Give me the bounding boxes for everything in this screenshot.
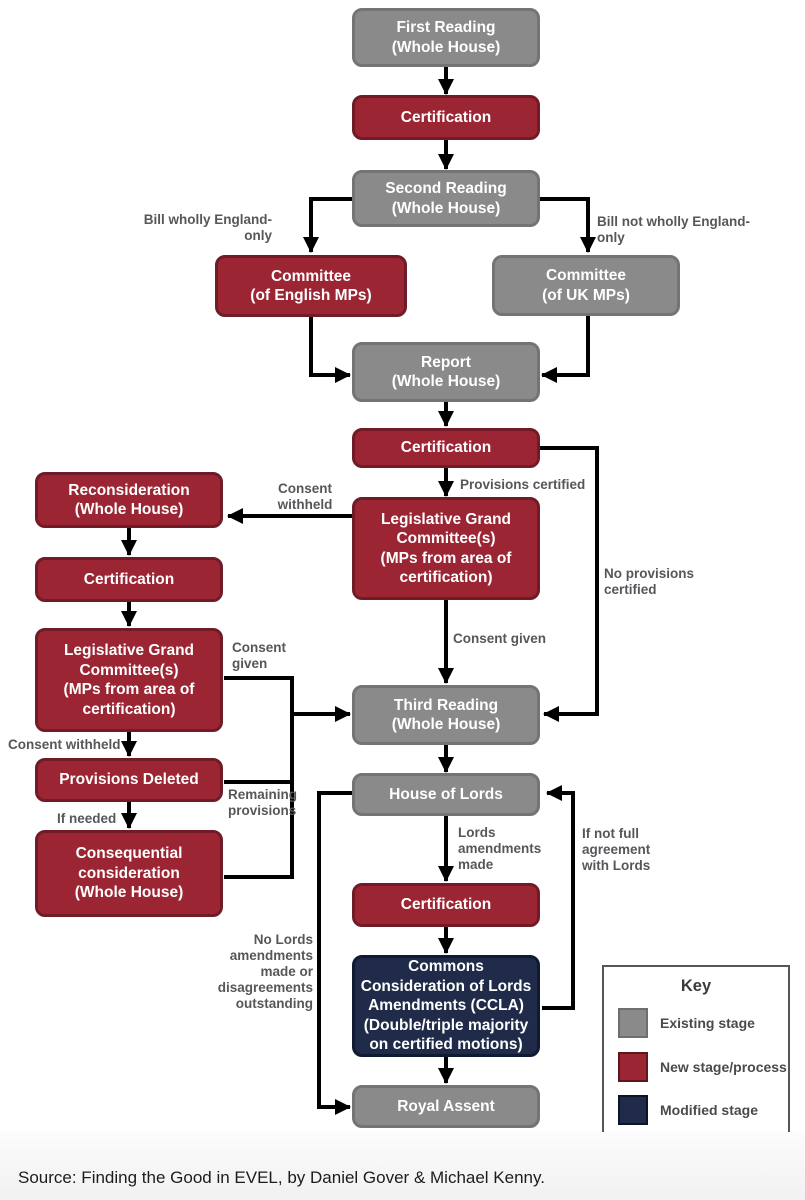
key-swatch-new bbox=[618, 1052, 648, 1082]
label-consent-withheld-top: Consent withheld bbox=[277, 481, 333, 512]
label-if-not-full-agreement: If not full agreement with Lords bbox=[582, 826, 651, 873]
node-certification-3: Certification bbox=[352, 883, 540, 927]
label-provisions-certified: Provisions certified bbox=[460, 477, 586, 492]
label-if-needed: If needed bbox=[57, 811, 117, 826]
key-swatch-existing bbox=[618, 1008, 648, 1038]
node-reconsideration: Reconsideration (Whole House) bbox=[35, 472, 223, 528]
label-consent-given-center: Consent given bbox=[453, 631, 547, 646]
edge-no-provisions-bypass bbox=[540, 446, 599, 722]
key-label-new: New stage/process bbox=[660, 1059, 787, 1075]
key-legend: Key Existing stage New stage/process Mod… bbox=[602, 965, 790, 1136]
node-legislative-grand-committee-2: Legislative Grand Committee(s) (MPs from… bbox=[35, 628, 223, 732]
node-certification-left: Certification bbox=[35, 557, 223, 602]
label-consent-given-left: Consent given bbox=[232, 640, 286, 671]
footer-strip: Source: Finding the Good in EVEL, by Dan… bbox=[0, 1132, 805, 1200]
node-report: Report (Whole House) bbox=[352, 342, 540, 402]
source-attribution: Source: Finding the Good in EVEL, by Dan… bbox=[18, 1168, 545, 1187]
label-remaining-provisions: Remaining provisions bbox=[228, 787, 298, 818]
label-bill-not-wholly-england-only: Bill not wholly England-only bbox=[597, 214, 750, 245]
label-no-lords-amendments: No Lords amendments made or disagreement… bbox=[217, 932, 313, 1011]
edge-left-join bbox=[224, 676, 294, 879]
node-house-of-lords: House of Lords bbox=[352, 773, 540, 816]
node-consequential-consideration: Consequential consideration (Whole House… bbox=[35, 830, 223, 917]
edge-lords-bypass-to-royal-assent bbox=[317, 791, 352, 1115]
node-ccla: Commons Consideration of Lords Amendment… bbox=[352, 955, 540, 1057]
key-label-existing: Existing stage bbox=[660, 1015, 755, 1031]
node-royal-assent: Royal Assent bbox=[352, 1085, 540, 1128]
edge-second-to-english-committee bbox=[303, 197, 352, 253]
node-committee-english-mps: Committee (of English MPs) bbox=[215, 255, 407, 317]
node-certification-1: Certification bbox=[352, 95, 540, 140]
node-certification-2: Certification bbox=[352, 428, 540, 468]
node-first-reading: First Reading (Whole House) bbox=[352, 8, 540, 67]
label-no-provisions-certified: No provisions certified bbox=[604, 566, 695, 597]
edge-english-committee-to-report bbox=[309, 317, 351, 383]
edge-ccla-loop-to-lords bbox=[542, 785, 575, 1010]
key-title: Key bbox=[680, 977, 712, 995]
key-label-modified: Modified stage bbox=[660, 1102, 759, 1118]
node-third-reading: Third Reading (Whole House) bbox=[352, 685, 540, 745]
label-bill-wholly-england-only: Bill wholly England-only bbox=[143, 212, 272, 243]
edge-second-to-uk-committee bbox=[540, 197, 596, 253]
edge-uk-committee-to-report bbox=[541, 316, 590, 383]
node-second-reading: Second Reading (Whole House) bbox=[352, 170, 540, 227]
node-provisions-deleted: Provisions Deleted bbox=[35, 758, 223, 802]
node-committee-uk-mps: Committee (of UK MPs) bbox=[492, 255, 680, 316]
label-lords-amendments-made: Lords amendments made bbox=[458, 825, 542, 872]
label-consent-withheld-left: Consent withheld bbox=[8, 737, 121, 752]
key-swatch-modified bbox=[618, 1095, 648, 1125]
node-legislative-grand-committee: Legislative Grand Committee(s) (MPs from… bbox=[352, 497, 540, 600]
